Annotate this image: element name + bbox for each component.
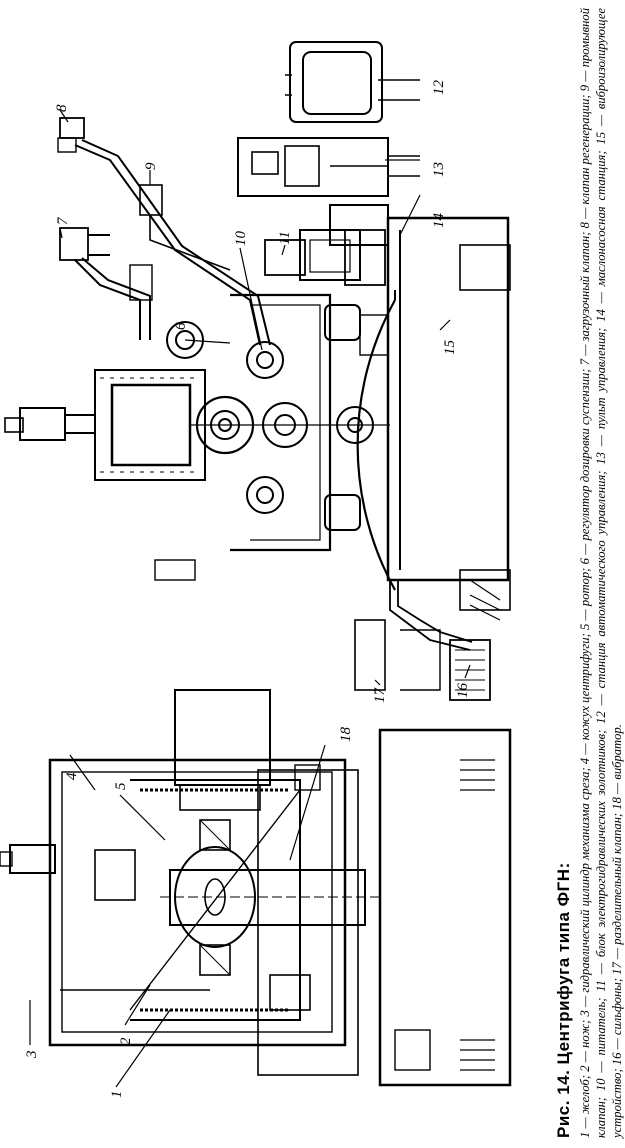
callout-6: 6 [173,322,189,330]
callout-10: 10 [233,231,249,247]
callout-2: 2 [118,1037,134,1045]
callout-9: 9 [143,162,159,170]
callout-15: 15 [442,340,458,356]
callout-11: 11 [277,231,293,245]
control-cabinets [237,41,420,197]
section-view [0,689,512,1087]
top-view [4,117,511,701]
callout-3: 3 [24,1051,40,1060]
callout-17: 17 [372,687,388,704]
caption-block: Рис. 14. Центрифуга типа ФГН: 1 — желоб;… [553,8,625,1138]
leader-lines [29,109,471,1088]
callout-12: 12 [431,80,447,96]
callout-8: 8 [54,104,70,112]
callout-16: 16 [455,683,471,699]
figure-title: Рис. 14. Центрифуга типа ФГН: [554,862,573,1138]
callout-13: 13 [431,162,447,177]
callout-18: 18 [338,727,354,743]
callout-7: 7 [55,216,71,225]
callout-4: 4 [64,772,80,780]
figure-legend: 1 — желоб; 2 — нож; 3 — гидравлический ц… [578,8,624,1138]
callout-14: 14 [431,213,447,229]
callouts: 1 2 3 4 5 6 7 8 9 10 11 12 13 14 15 16 1… [24,80,471,1099]
callout-5: 5 [113,782,129,790]
callout-1: 1 [109,1091,125,1099]
